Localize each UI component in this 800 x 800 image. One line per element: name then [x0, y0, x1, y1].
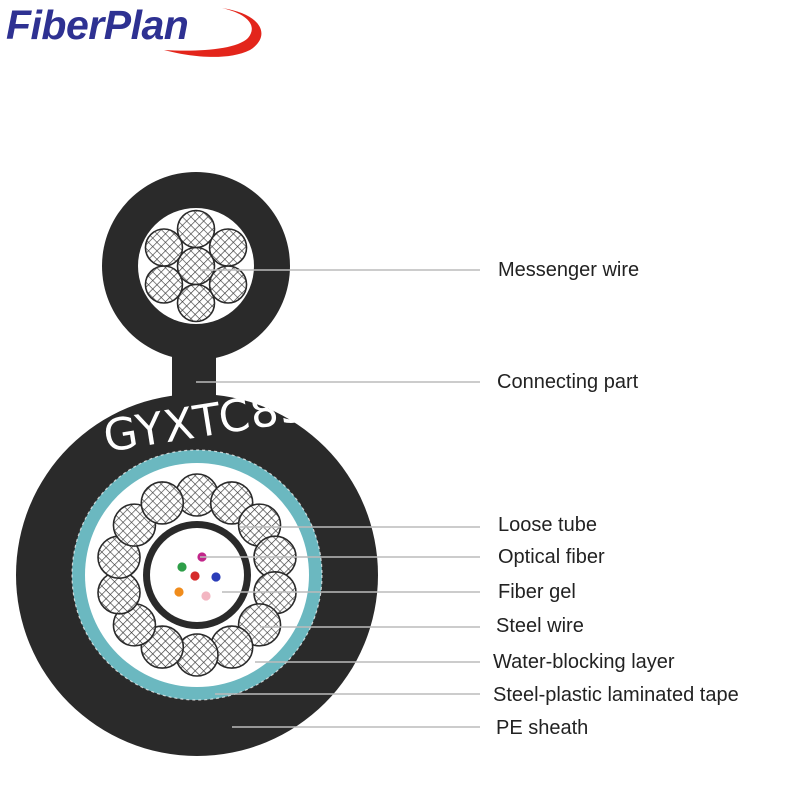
optical-fiber-dot: [176, 561, 188, 573]
label-steel-wire: Steel wire: [496, 615, 584, 637]
steel-wire-strand: [140, 481, 185, 525]
label-loose-tube: Loose tube: [498, 514, 597, 536]
label-pe-sheath: PE sheath: [496, 717, 589, 739]
optical-fibers: [173, 551, 222, 602]
optical-fiber-dot: [200, 590, 212, 602]
messenger-strand: [144, 228, 184, 267]
messenger-strand: [208, 265, 248, 304]
leader-lines: [196, 269, 480, 728]
messenger-strand: [208, 228, 248, 267]
optical-fiber-dot: [189, 570, 201, 582]
label-connecting-part: Connecting part: [497, 371, 639, 393]
brand-logo: FiberPlan: [6, 2, 189, 48]
optical-fiber-dot: [173, 586, 185, 598]
messenger-strand: [176, 283, 216, 323]
label-optical-fiber: Optical fiber: [498, 546, 605, 568]
messenger-strand: [144, 265, 184, 304]
messenger-strands: [144, 209, 248, 323]
label-messenger-wire: Messenger wire: [498, 259, 640, 281]
label-water-blocking-layer: Water-blocking layer: [493, 651, 675, 673]
messenger-strand: [176, 246, 216, 286]
messenger-head: [102, 172, 290, 435]
label-steel-plastic-tape: Steel-plastic laminated tape: [493, 684, 739, 706]
label-fiber-gel: Fiber gel: [498, 581, 576, 603]
steel-wires: [97, 473, 297, 677]
brand-swoosh: [164, 8, 262, 57]
cable-body: [16, 394, 378, 756]
messenger-strand: [176, 209, 216, 249]
optical-fiber-dot: [210, 571, 222, 583]
